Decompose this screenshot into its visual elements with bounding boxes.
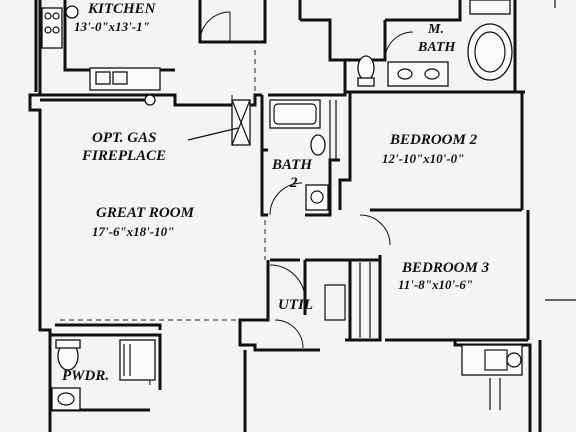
great-room-size: 17'-6"x18'-10": [92, 224, 174, 239]
kitchen-size: 13'-0"x13'-1": [74, 19, 150, 34]
bedroom3-label: BEDROOM 3: [401, 260, 490, 276]
great-room-label: GREAT ROOM: [96, 205, 195, 221]
fireplace-label-line2: FIREPLACE: [81, 148, 166, 164]
powder-closet: [119, 339, 156, 381]
master-bath-label-line1: M.: [427, 22, 444, 37]
util-label: UTIL: [278, 297, 313, 313]
bath2-label-line1: BATH: [271, 157, 313, 173]
room-labels: KITCHEN 13'-0"x13'-1" M. BATH OPT. GAS F…: [62, 1, 490, 384]
bath2-sink-icon: [305, 184, 329, 211]
doors: [119, 11, 414, 386]
toilet-icon: [357, 55, 375, 81]
fridge-marker-icon: [65, 5, 79, 19]
bedroom2-size: 12'-10"x10'-0": [382, 151, 464, 166]
bedroom2-label: BEDROOM 2: [389, 132, 478, 148]
shelf-icon: [469, 0, 511, 15]
kitchen-label: KITCHEN: [87, 1, 157, 17]
fixtures: [41, 0, 576, 411]
bath2-label-line2: 2: [289, 175, 298, 191]
range-icon: [41, 7, 63, 49]
kitchen-sink-icon: [112, 71, 128, 85]
master-bath-label-line2: BATH: [417, 40, 456, 55]
fireplace-leader-line: [187, 127, 239, 141]
bath2-tub-icon: [269, 99, 321, 129]
walls: [28, 0, 542, 432]
powder-label: PWDR.: [62, 368, 109, 384]
bath2-toilet-icon: [310, 134, 326, 156]
powder-sink-icon: [51, 387, 81, 411]
kitchen-sink-icon: [95, 71, 111, 85]
fireplace-label-line1: OPT. GAS: [92, 130, 156, 146]
bedroom3-size: 11'-8"x10'-6": [398, 277, 473, 292]
water-heater-icon: [506, 352, 522, 368]
appliance-icon: [144, 94, 156, 106]
